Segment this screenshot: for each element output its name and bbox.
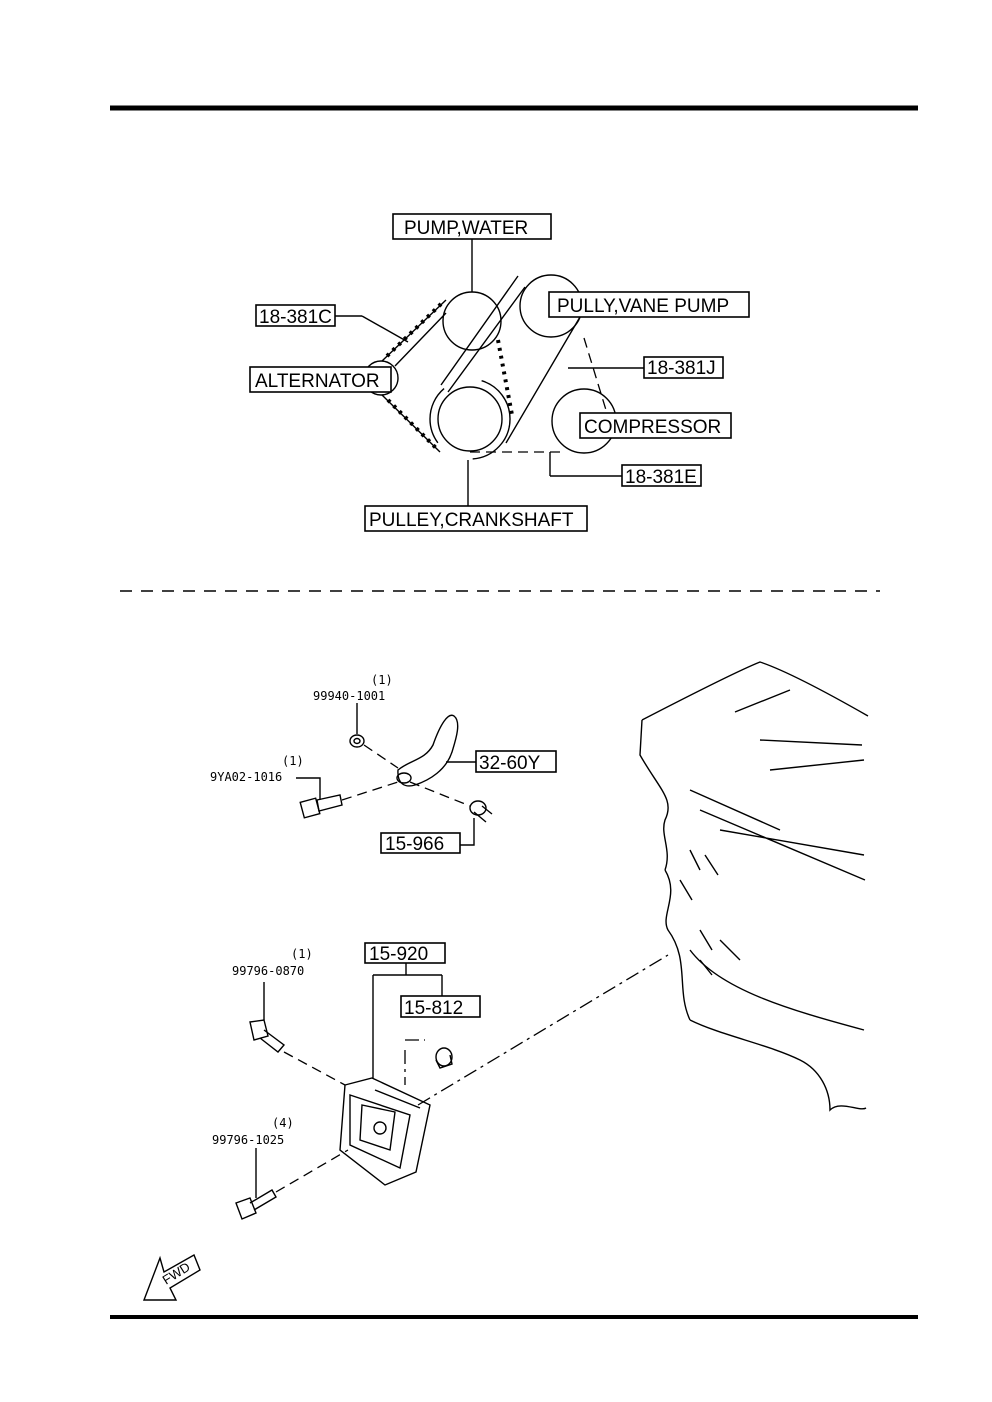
leader-9YA02 bbox=[296, 777, 321, 800]
belt-18-381C-label: 18-381C bbox=[259, 307, 332, 328]
engine-block-sketch bbox=[639, 661, 869, 1112]
crankshaft-pulley bbox=[437, 386, 503, 452]
bracket-hole bbox=[396, 772, 412, 784]
fwd-arrow-icon: FWD bbox=[142, 1253, 201, 1301]
belt-routing-diagram: PUMP,WATER PULLY,VANE PUMP 18-381C ALTER… bbox=[249, 213, 750, 532]
axis-bolt-0870 bbox=[283, 1051, 346, 1086]
vane-pump-label: PULLY,VANE PUMP bbox=[557, 296, 729, 317]
axis-bolt-1025 bbox=[275, 1149, 349, 1193]
belt-18-381J-box bbox=[643, 356, 724, 379]
clip-15-966 bbox=[469, 800, 493, 823]
belt-18-381J-label: 18-381J bbox=[647, 358, 716, 379]
belt-18-381J bbox=[440, 275, 581, 444]
crankshaft-box bbox=[364, 505, 588, 532]
compressor-label: COMPRESSOR bbox=[584, 417, 721, 438]
washer-99940-1001 bbox=[349, 734, 365, 748]
alternator-box bbox=[249, 366, 392, 393]
alternator-label: ALTERNATOR bbox=[255, 371, 380, 392]
box-15-920 bbox=[364, 942, 446, 964]
crankshaft-label: PULLEY,CRANKSHAFT bbox=[369, 510, 574, 531]
belt-18-381E-box bbox=[621, 464, 702, 487]
box-32-60Y bbox=[475, 750, 557, 773]
bolt-99796-0870 bbox=[249, 1019, 286, 1053]
leader-15-920 bbox=[372, 963, 443, 1078]
part-99796-0870: 99796-0870 bbox=[232, 964, 304, 978]
mounting-bracket-15-920 bbox=[339, 1077, 431, 1186]
bolt-9YA02-1016 bbox=[299, 794, 343, 819]
crankshaft-pulley-outer bbox=[429, 378, 511, 460]
vane-pump-box bbox=[548, 291, 750, 318]
box-15-966 bbox=[380, 832, 461, 854]
part-15-920: 15-920 bbox=[369, 944, 428, 965]
bracket-32-60Y bbox=[397, 714, 459, 787]
leader-15-966 bbox=[460, 818, 475, 846]
leader-18-381C-b bbox=[361, 315, 409, 343]
belt-18-381E-label: 18-381E bbox=[625, 467, 697, 488]
part-9YA02-1016: 9YA02-1016 bbox=[210, 770, 282, 784]
washer-hole bbox=[353, 737, 361, 745]
axis-clip bbox=[409, 781, 471, 807]
bushing-15-812 bbox=[435, 1047, 453, 1069]
part-99796-1025: 99796-1025 bbox=[212, 1133, 284, 1147]
part-15-966: 15-966 bbox=[385, 834, 444, 855]
qty-99940-1001: (1) bbox=[371, 673, 393, 687]
upper-parts-cluster: (1) 99940-1001 (1) 9YA02-1016 32-60Y 15-… bbox=[210, 673, 557, 855]
belt-18-381J-teeth bbox=[496, 339, 514, 416]
belt-18-381C-teeth bbox=[385, 302, 443, 450]
belt-18-381C-box bbox=[255, 304, 336, 327]
pump-water-label: PUMP,WATER bbox=[404, 218, 528, 239]
axis-washer bbox=[363, 744, 399, 769]
box-15-812 bbox=[400, 995, 481, 1018]
part-32-60Y: 32-60Y bbox=[479, 753, 541, 774]
pump-water-box bbox=[392, 213, 552, 240]
qty-99796-1025: (4) bbox=[272, 1116, 294, 1130]
qty-9YA02-1016: (1) bbox=[282, 754, 304, 768]
fwd-label: FWD bbox=[160, 1259, 193, 1287]
bolt-99796-1025 bbox=[235, 1189, 277, 1220]
axis-bracket-engine bbox=[417, 954, 669, 1106]
compressor-box bbox=[579, 412, 732, 439]
part-15-812: 15-812 bbox=[404, 998, 463, 1019]
lower-parts-cluster: (1) 99796-0870 15-920 15-812 (4) 99796-1… bbox=[212, 942, 669, 1220]
axis-bolt bbox=[341, 781, 399, 801]
qty-99796-0870: (1) bbox=[291, 947, 313, 961]
part-99940-1001: 99940-1001 bbox=[313, 689, 385, 703]
